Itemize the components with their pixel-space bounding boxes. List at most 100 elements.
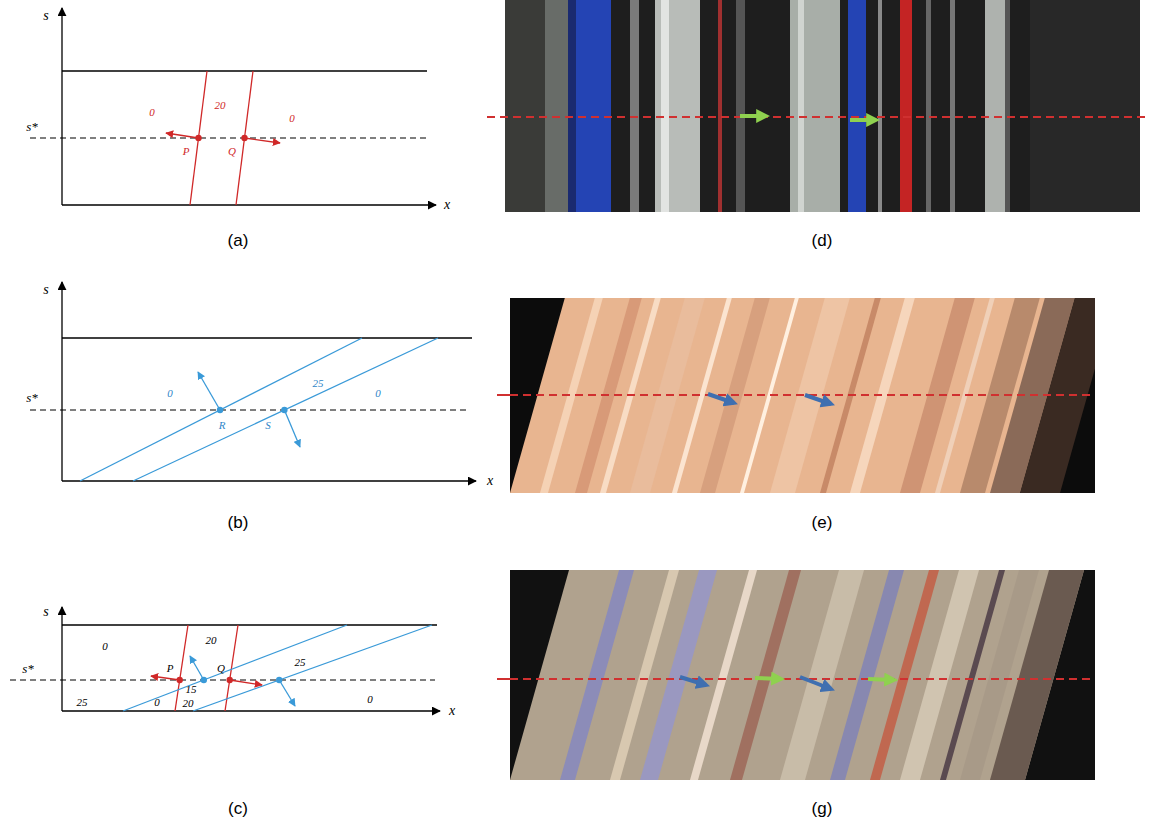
region-value: 0	[167, 388, 173, 399]
motion-arrow	[740, 114, 766, 118]
region-value: 25	[77, 697, 88, 708]
s-axis	[61, 282, 62, 481]
top-boundary	[62, 337, 472, 338]
normal-arrow	[190, 656, 204, 680]
s-star-line	[10, 679, 435, 680]
axis-label: x	[487, 474, 493, 488]
s-star-line	[30, 137, 427, 138]
axis-label: s	[43, 9, 48, 23]
panel-b-plot	[30, 282, 476, 481]
stripe	[718, 0, 722, 212]
region-value: 25	[313, 378, 324, 389]
blue-edge-line	[133, 338, 438, 481]
axis-label: s*	[22, 662, 34, 675]
stripe	[610, 570, 679, 780]
x-axis	[62, 204, 436, 205]
top-boundary	[62, 70, 427, 71]
slanted-stripes	[510, 570, 1084, 780]
axis-label: s	[43, 283, 48, 297]
s-star-line	[30, 409, 470, 410]
s-star-line	[510, 394, 1095, 396]
blue-edge-line	[193, 625, 432, 711]
stripe	[630, 0, 639, 212]
panel-c-plot	[10, 607, 440, 711]
region-value: 0	[289, 113, 295, 124]
panel-caption: (c)	[228, 800, 248, 817]
stripe	[1005, 0, 1010, 212]
stripe	[568, 0, 576, 212]
stripe	[661, 0, 669, 212]
region-value: 0	[375, 388, 381, 399]
normal-arrow	[279, 680, 295, 706]
red-edge-line	[190, 71, 207, 205]
point-dot	[177, 677, 183, 683]
image-ground	[505, 0, 1140, 212]
region-value: 20	[183, 698, 194, 709]
image-ground	[510, 570, 1095, 780]
axis-label: s	[43, 605, 48, 619]
axis-label: x	[444, 198, 450, 212]
region-value: 20	[215, 100, 226, 111]
stripe	[510, 570, 1084, 780]
axis-label: s*	[26, 391, 38, 404]
panel-caption: (b)	[228, 514, 249, 531]
point-dot	[276, 677, 282, 683]
stripe	[790, 0, 840, 212]
normal-arrow	[284, 410, 300, 447]
point-label: Q	[228, 146, 236, 157]
panel-caption: (a)	[228, 232, 249, 249]
region-value: 0	[149, 107, 155, 118]
stripe	[830, 570, 904, 780]
point-dot	[227, 677, 233, 683]
stripe	[900, 570, 979, 780]
region-value: 25	[295, 657, 306, 668]
point-label: P	[167, 663, 174, 674]
point-label: Q	[217, 663, 225, 674]
s-star-line	[497, 678, 510, 680]
point-label: S	[265, 420, 271, 431]
region-value: 0	[102, 641, 108, 652]
axis-label: x	[449, 704, 455, 718]
panel-a-plot	[30, 8, 436, 205]
normal-arrow	[166, 133, 199, 138]
s-axis	[61, 607, 62, 711]
stripe	[505, 0, 545, 212]
panel-caption: (d)	[812, 232, 833, 249]
stripe	[848, 0, 866, 212]
motion-arrow	[680, 677, 706, 685]
stripe	[985, 0, 1005, 212]
stripe	[655, 0, 700, 212]
top-boundary	[62, 624, 437, 625]
stripe	[545, 0, 568, 212]
axis-label: s*	[26, 120, 38, 133]
point-dot	[281, 407, 287, 413]
motion-arrow	[850, 118, 876, 122]
point-dot	[201, 677, 207, 683]
red-edge-line	[236, 71, 253, 205]
stripe	[576, 0, 611, 212]
point-dot	[241, 135, 247, 141]
stripe	[798, 0, 804, 212]
point-label: P	[183, 146, 190, 157]
region-value: 0	[154, 697, 160, 708]
image-d	[487, 0, 1147, 212]
stripe	[1030, 0, 1140, 212]
s-star-line	[487, 116, 1147, 118]
normal-arrow	[230, 680, 262, 685]
s-star-line	[497, 394, 510, 396]
normal-arrow	[198, 372, 220, 410]
point-label: R	[219, 420, 226, 431]
motion-arrow	[708, 394, 734, 403]
panel-caption: (g)	[812, 800, 833, 817]
x-axis	[62, 480, 476, 481]
stripe	[878, 0, 882, 212]
motion-arrow	[805, 395, 831, 404]
motion-arrow	[868, 679, 894, 680]
s-axis	[61, 8, 62, 205]
region-value: 0	[367, 694, 373, 705]
image-g	[510, 570, 1095, 780]
region-value: 15	[186, 684, 197, 695]
region-value: 20	[206, 635, 217, 646]
